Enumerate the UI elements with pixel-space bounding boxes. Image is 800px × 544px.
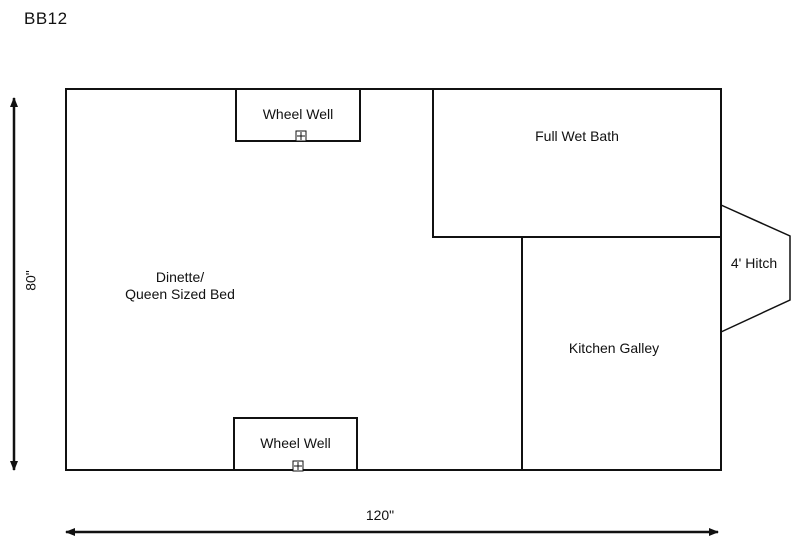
bath-wall (432, 89, 721, 238)
axle-marker-bottom (292, 460, 304, 472)
width-dimension-label: 80" (22, 270, 39, 291)
bath-label: Full Wet Bath (535, 128, 619, 144)
dinette-label-line2: Queen Sized Bed (125, 286, 235, 302)
axle-marker-top (295, 130, 307, 142)
length-dimension-label: 120" (365, 507, 395, 523)
wheel-well-bottom-label: Wheel Well (260, 435, 331, 451)
hitch-shape (720, 203, 791, 334)
dinette-label: Dinette/ Queen Sized Bed (100, 269, 260, 303)
kitchen-label: Kitchen Galley (568, 340, 660, 356)
hitch-label: 4' Hitch (730, 255, 778, 271)
diagram-title: BB12 (24, 9, 68, 28)
dinette-label-line1: Dinette/ (155, 269, 205, 285)
wheel-well-top-label: Wheel Well (262, 106, 334, 122)
